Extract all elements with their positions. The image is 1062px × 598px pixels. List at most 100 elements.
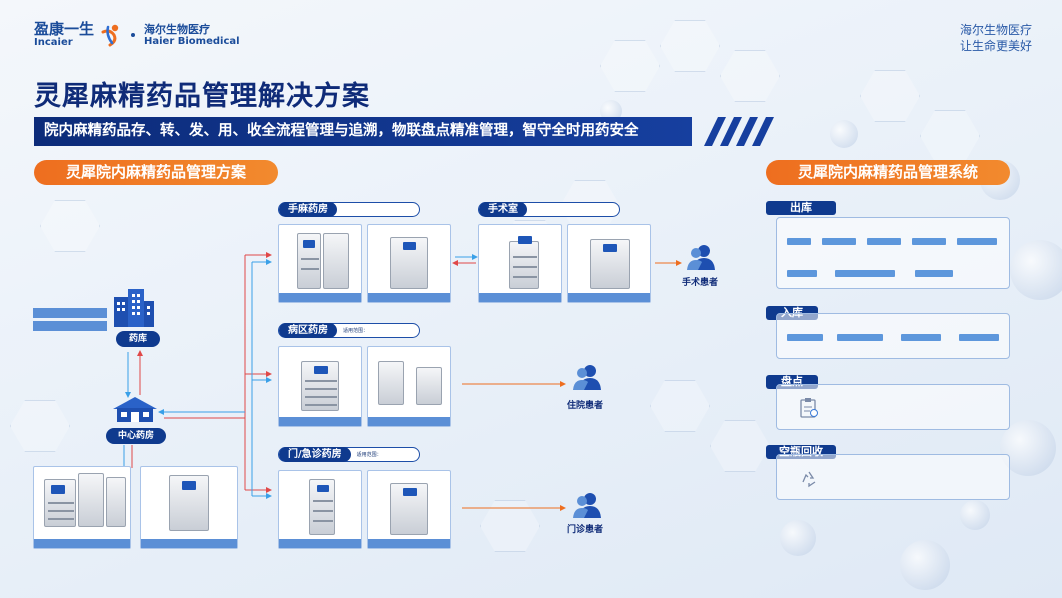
cabinet-illustration xyxy=(590,239,630,289)
right-section-pill: 灵犀院内麻精药品管理系统 xyxy=(766,160,1010,185)
haier-logo: 海尔生物医疗 Haier Biomedical xyxy=(144,23,240,47)
or-equipment-card-1 xyxy=(478,224,562,303)
hex-decoration xyxy=(600,40,660,92)
equipment-caption xyxy=(368,293,450,302)
operating-room-name: 手术室 xyxy=(479,202,527,217)
equipment-caption xyxy=(279,417,361,426)
in-step-4 xyxy=(959,334,999,341)
hex-decoration xyxy=(650,380,710,432)
hex-decoration xyxy=(710,420,770,472)
bead-decoration xyxy=(900,540,950,590)
equipment-caption xyxy=(368,539,450,548)
outpatient-name: 门诊患者 xyxy=(567,525,604,535)
equipment-caption xyxy=(141,539,237,548)
surgery-pharmacy-label: 手麻药房 xyxy=(278,202,420,217)
inventory-box xyxy=(776,384,1010,430)
inpatient-name: 住院患者 xyxy=(567,401,604,411)
warehouse-building-icon xyxy=(114,289,154,327)
out-step-1 xyxy=(787,238,811,245)
ward-scope-line1: 适用范围： xyxy=(343,327,369,334)
central-pharmacy-label: 中心药房 xyxy=(106,428,166,444)
inpatient-icon xyxy=(573,365,601,390)
cabinet-illustration xyxy=(416,367,442,405)
tagline: 海尔生物医疗 让生命更美好 xyxy=(960,22,1032,54)
in-step-1 xyxy=(787,334,823,341)
ward-pharmacy-name: 病区药房 xyxy=(279,323,337,338)
outpatient-pharmacy-name: 门/急诊药房 xyxy=(279,447,351,462)
operating-room-label: 手术室 xyxy=(478,202,620,217)
hex-decoration xyxy=(920,110,980,162)
outpatient-scope: 适用范围： xyxy=(351,452,382,458)
banner-stripes-decoration xyxy=(704,117,774,146)
system-tag-2 xyxy=(33,321,107,331)
logo-en-text: Incaier xyxy=(34,37,73,48)
equipment-caption xyxy=(568,293,650,302)
cabinet-illustration xyxy=(301,361,339,411)
incaier-mark-icon xyxy=(101,24,119,47)
cabinet-illustration xyxy=(390,483,428,535)
ward-equipment-card-2 xyxy=(367,346,451,427)
cabinet-illustration xyxy=(169,475,209,531)
outpatient-pharmacy-label: 门/急诊药房 适用范围： xyxy=(278,447,420,462)
bead-decoration xyxy=(780,520,816,556)
out-step-3 xyxy=(867,238,901,245)
out-step-5 xyxy=(957,238,997,245)
clipboard-check-icon xyxy=(800,398,818,418)
logo-separator xyxy=(131,33,136,37)
cart-illustration xyxy=(509,236,539,289)
surgery-pharmacy-name: 手麻药房 xyxy=(279,202,337,217)
in-flow-box xyxy=(776,313,1010,359)
equipment-caption xyxy=(368,417,450,426)
in-step-3 xyxy=(901,334,941,341)
out-flow-box xyxy=(776,217,1010,289)
central-pharmacy-house-icon xyxy=(113,397,157,422)
ward-equipment-card-1 xyxy=(278,346,362,427)
surgery-equipment-card-2 xyxy=(367,224,451,303)
surgery-equipment-card-1 xyxy=(278,224,362,303)
logo-cn-text: 盈康一生 xyxy=(34,20,95,38)
surgery-patient-name: 手术患者 xyxy=(682,278,719,288)
out-step-2 xyxy=(822,238,856,245)
equipment-caption xyxy=(479,293,561,302)
page-title: 灵犀麻精药品管理解决方案 xyxy=(34,81,370,112)
cabinet-illustration xyxy=(378,361,404,405)
surgery-patient-icon xyxy=(687,245,715,270)
left-section-pill: 灵犀院内麻精药品管理方案 xyxy=(34,160,278,185)
central-equipment-card-2 xyxy=(140,466,238,549)
brand-logo: 盈康一生 Incaier 海尔生物医疗 Haier Biomedical xyxy=(34,18,240,52)
recycle-box xyxy=(776,454,1010,500)
cabinet-illustration xyxy=(390,237,428,289)
bead-decoration xyxy=(1010,240,1062,300)
ward-scope: 适用范围： xyxy=(337,328,368,334)
cabinet-illustration xyxy=(78,473,104,527)
hex-decoration xyxy=(860,70,920,122)
out-step-8 xyxy=(915,270,953,277)
outpatient-equipment-card-2 xyxy=(367,470,451,549)
cabinet-illustration xyxy=(106,477,126,527)
in-step-2 xyxy=(837,334,883,341)
outpatient-equipment-card-1 xyxy=(278,470,362,549)
hex-decoration xyxy=(660,20,720,72)
cabinet-illustration xyxy=(297,233,321,289)
outpatient-scope-line1: 适用范围： xyxy=(356,451,382,458)
hex-decoration xyxy=(40,200,100,252)
hex-decoration xyxy=(720,50,780,102)
tagline-line2: 让生命更美好 xyxy=(960,39,1033,53)
cabinet-illustration xyxy=(323,233,349,289)
recycle-icon xyxy=(802,471,816,488)
central-equipment-card-1 xyxy=(33,466,131,549)
equipment-caption xyxy=(279,539,361,548)
incaier-logo: 盈康一生 Incaier xyxy=(34,20,95,49)
out-step-6 xyxy=(787,270,817,277)
out-section-label: 出库 xyxy=(766,201,836,215)
cabinet-illustration xyxy=(44,479,76,527)
partner-en-text: Haier Biomedical xyxy=(144,36,240,47)
or-equipment-card-2 xyxy=(567,224,651,303)
partner-cn-text: 海尔生物医疗 xyxy=(144,23,211,36)
outpatient-icon xyxy=(573,493,601,518)
hex-decoration xyxy=(10,400,70,452)
bead-decoration xyxy=(600,100,622,122)
hex-decoration xyxy=(480,500,540,552)
system-tag-1 xyxy=(33,308,107,318)
equipment-caption xyxy=(34,539,130,548)
